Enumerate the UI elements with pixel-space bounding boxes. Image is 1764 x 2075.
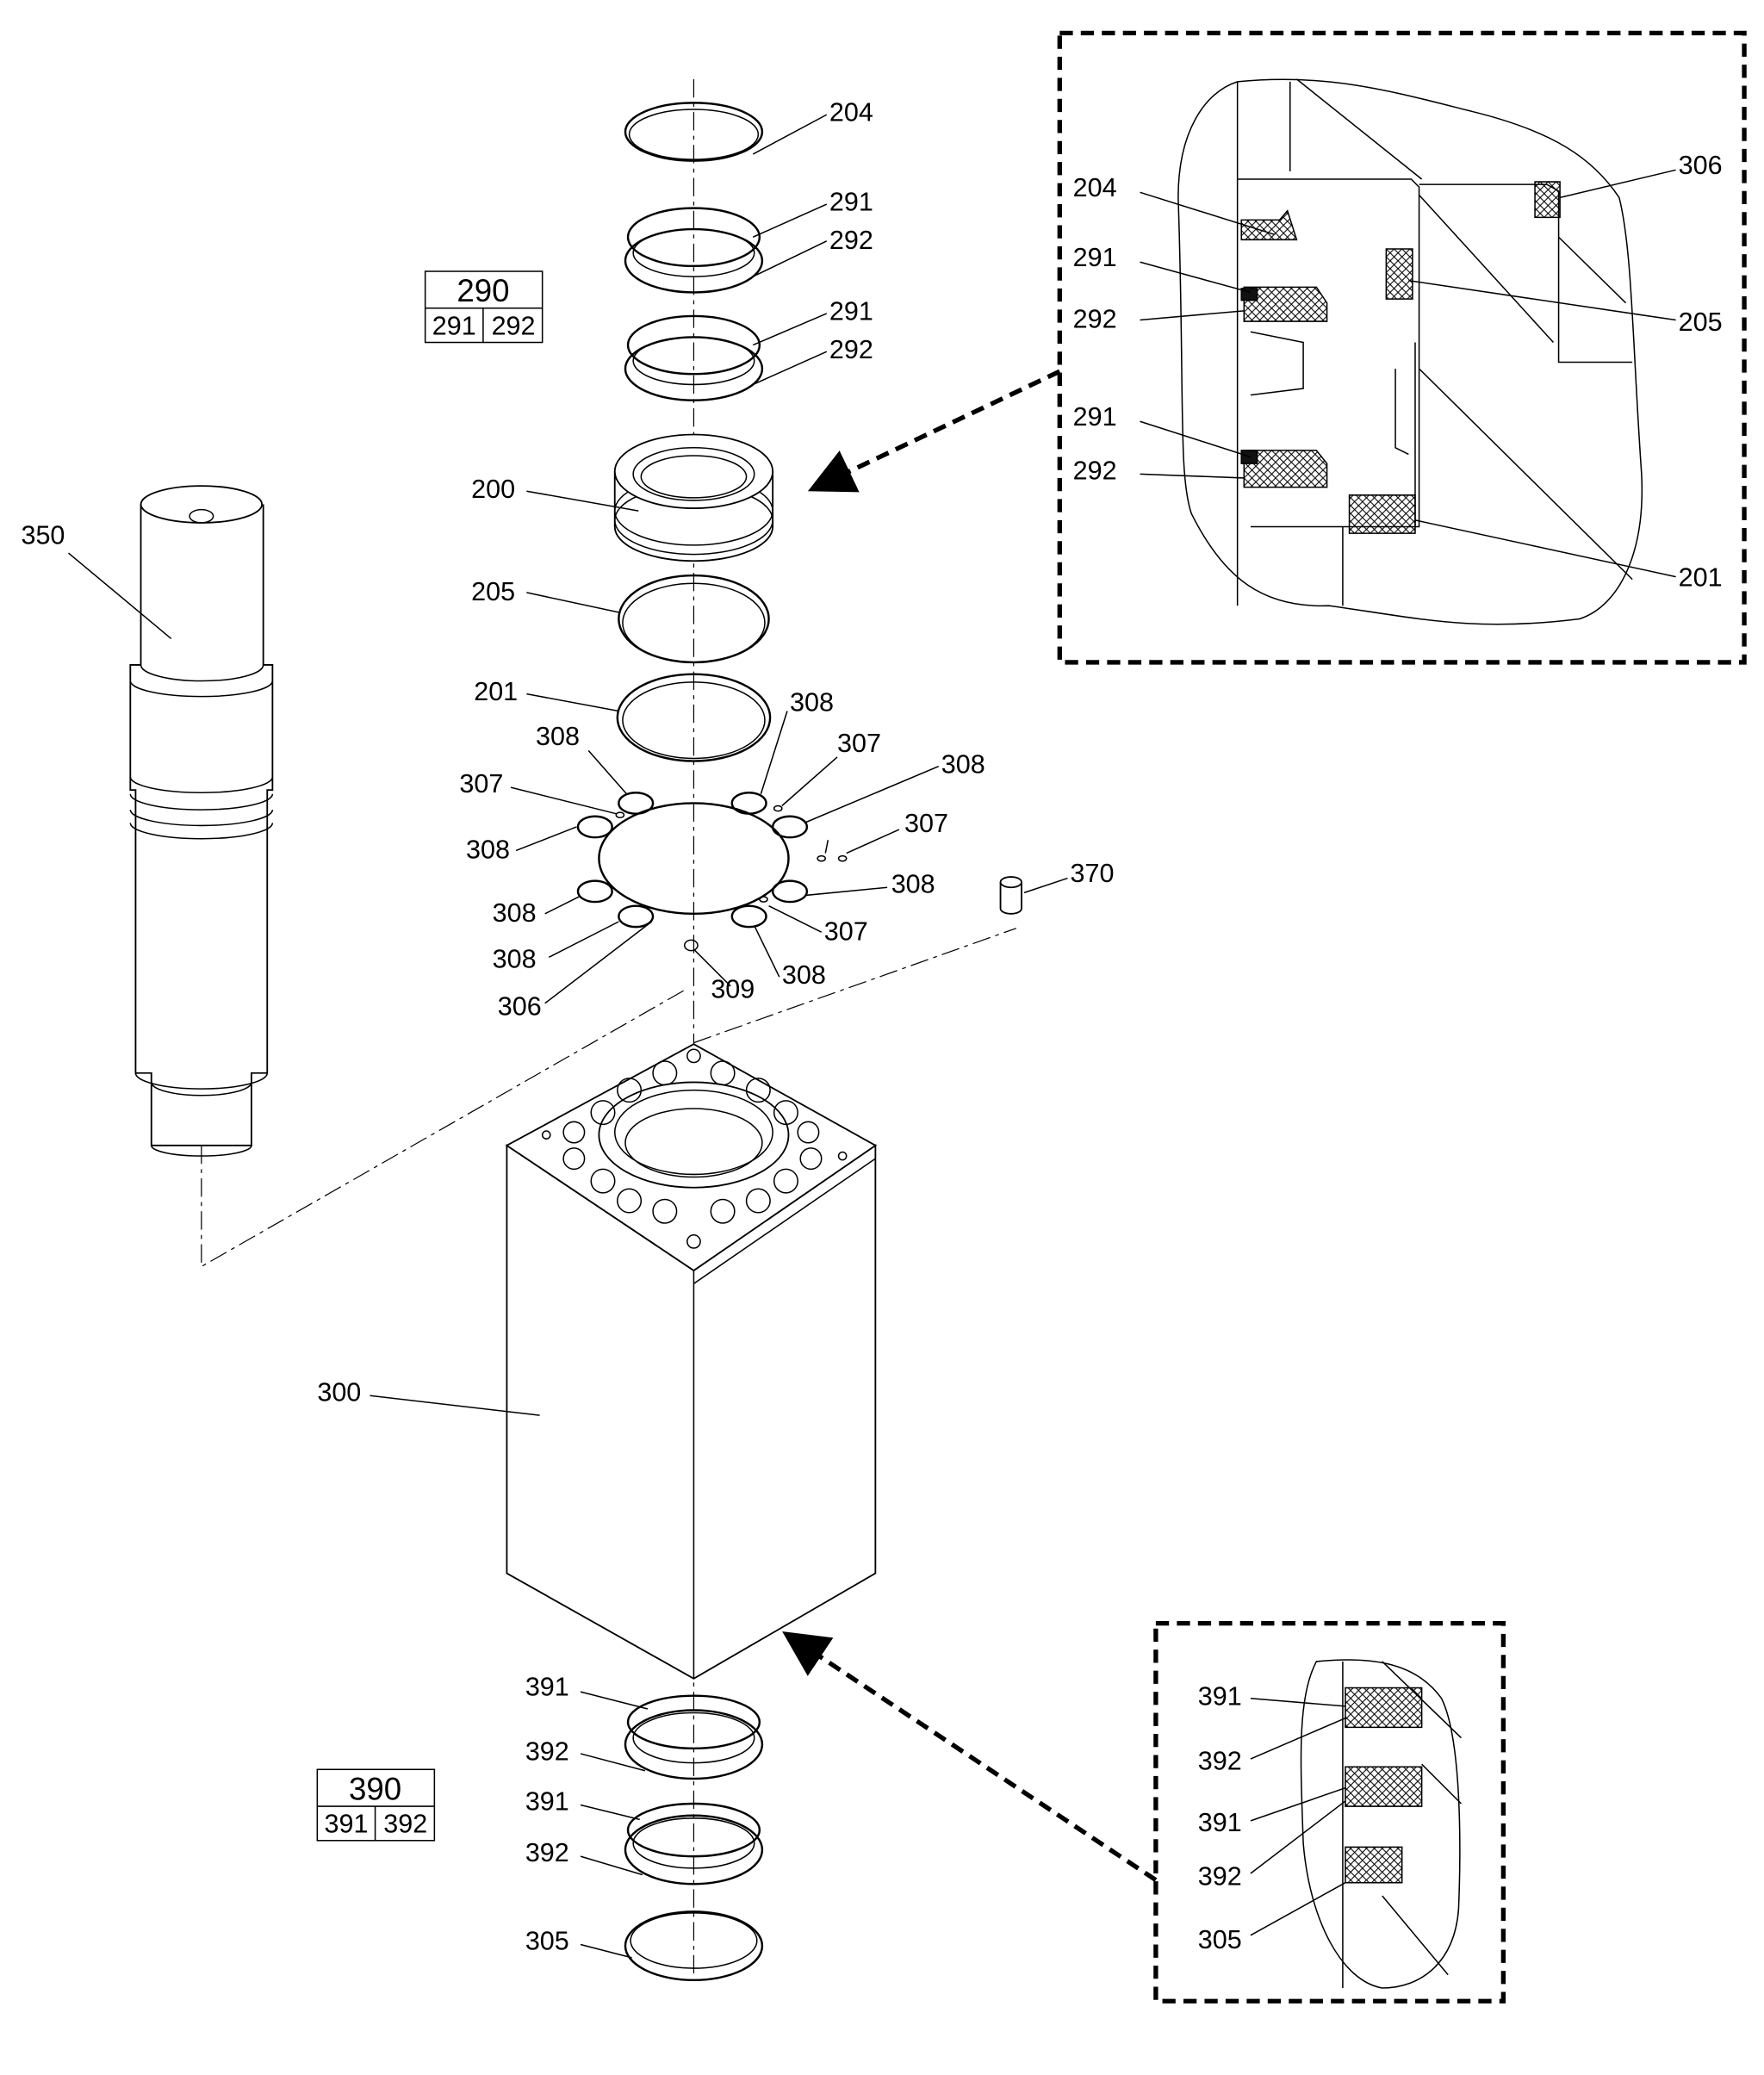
callout-label: 204 [1073,173,1117,202]
callout-label: 307 [837,729,881,758]
callout-label: 392 [525,1737,569,1767]
callout-label: 305 [525,1927,569,1956]
o-ring-plate [576,792,848,952]
seal-204 [624,102,764,162]
callout-label: 309 [711,975,755,1004]
callout-label: 308 [941,749,985,779]
callout-label: 391 [525,1787,569,1817]
piston-rod-350 [129,485,274,1157]
center-lines [201,78,1017,1975]
kit-part: 392 [383,1810,427,1839]
callout-label: 292 [1073,305,1117,334]
callout-label: 307 [904,809,948,838]
callout-label: 201 [1679,562,1723,592]
kit-part: 291 [432,311,476,340]
callout-label: 391 [525,1673,569,1702]
detail-view-housing-seals [1153,1620,1506,2004]
callout-label: 308 [493,944,537,973]
callout-label: 306 [1679,151,1723,180]
callout-label: 370 [1071,859,1115,888]
callout-label: 204 [829,98,873,127]
callout-label: 291 [1073,402,1117,432]
callout-label: 308 [466,836,510,865]
callout-label: 300 [317,1377,361,1407]
callout-label: 308 [493,898,537,928]
seal-201 [616,673,772,762]
callout-label: 205 [471,577,515,606]
kit-table-390: 390 391 392 [316,1768,436,1842]
seal-305 [624,1910,764,1982]
callout-label: 391 [1198,1681,1242,1711]
seal-set-291-292-lower [624,314,764,401]
kit-part: 292 [492,311,536,340]
callout-label: 392 [525,1838,569,1867]
callout-label: 308 [891,869,935,898]
callout-label: 305 [1198,1925,1242,1954]
kit-title: 290 [457,273,509,308]
seal-set-291-292-upper [624,207,764,294]
callout-label: 291 [829,297,873,326]
callout-label: 350 [21,520,65,550]
callout-label: 292 [829,226,873,255]
callout-label: 292 [829,335,873,364]
callout-label: 308 [782,960,826,990]
callout-label: 392 [1198,1746,1242,1775]
callout-label: 291 [1073,243,1117,272]
seal-set-391-392-lower [624,1802,764,1886]
callout-label: 391 [1198,1808,1242,1837]
callout-label: 201 [474,677,518,706]
leader-lines [67,114,1068,1959]
seal-205 [618,574,770,664]
callout-label: 306 [498,992,542,1022]
callout-label: 205 [1679,308,1723,337]
pin-370 [999,876,1022,915]
callout-label: 200 [471,475,515,504]
callout-label: 392 [1198,1862,1242,1892]
callout-label: 308 [790,687,834,717]
gland-nut-200 [613,433,774,562]
callout-label: 307 [824,916,868,946]
kit-title: 390 [349,1771,401,1806]
detail-view-gland [1057,30,1747,665]
kit-table-290: 290 291 292 [424,270,543,344]
seal-set-391-392-upper [624,1694,764,1780]
callout-label: 308 [536,722,580,751]
callout-label: 291 [829,188,873,217]
kit-part: 391 [324,1810,368,1839]
housing-300 [505,1043,878,1680]
callout-label: 292 [1073,456,1117,485]
callout-label: 307 [459,769,503,798]
